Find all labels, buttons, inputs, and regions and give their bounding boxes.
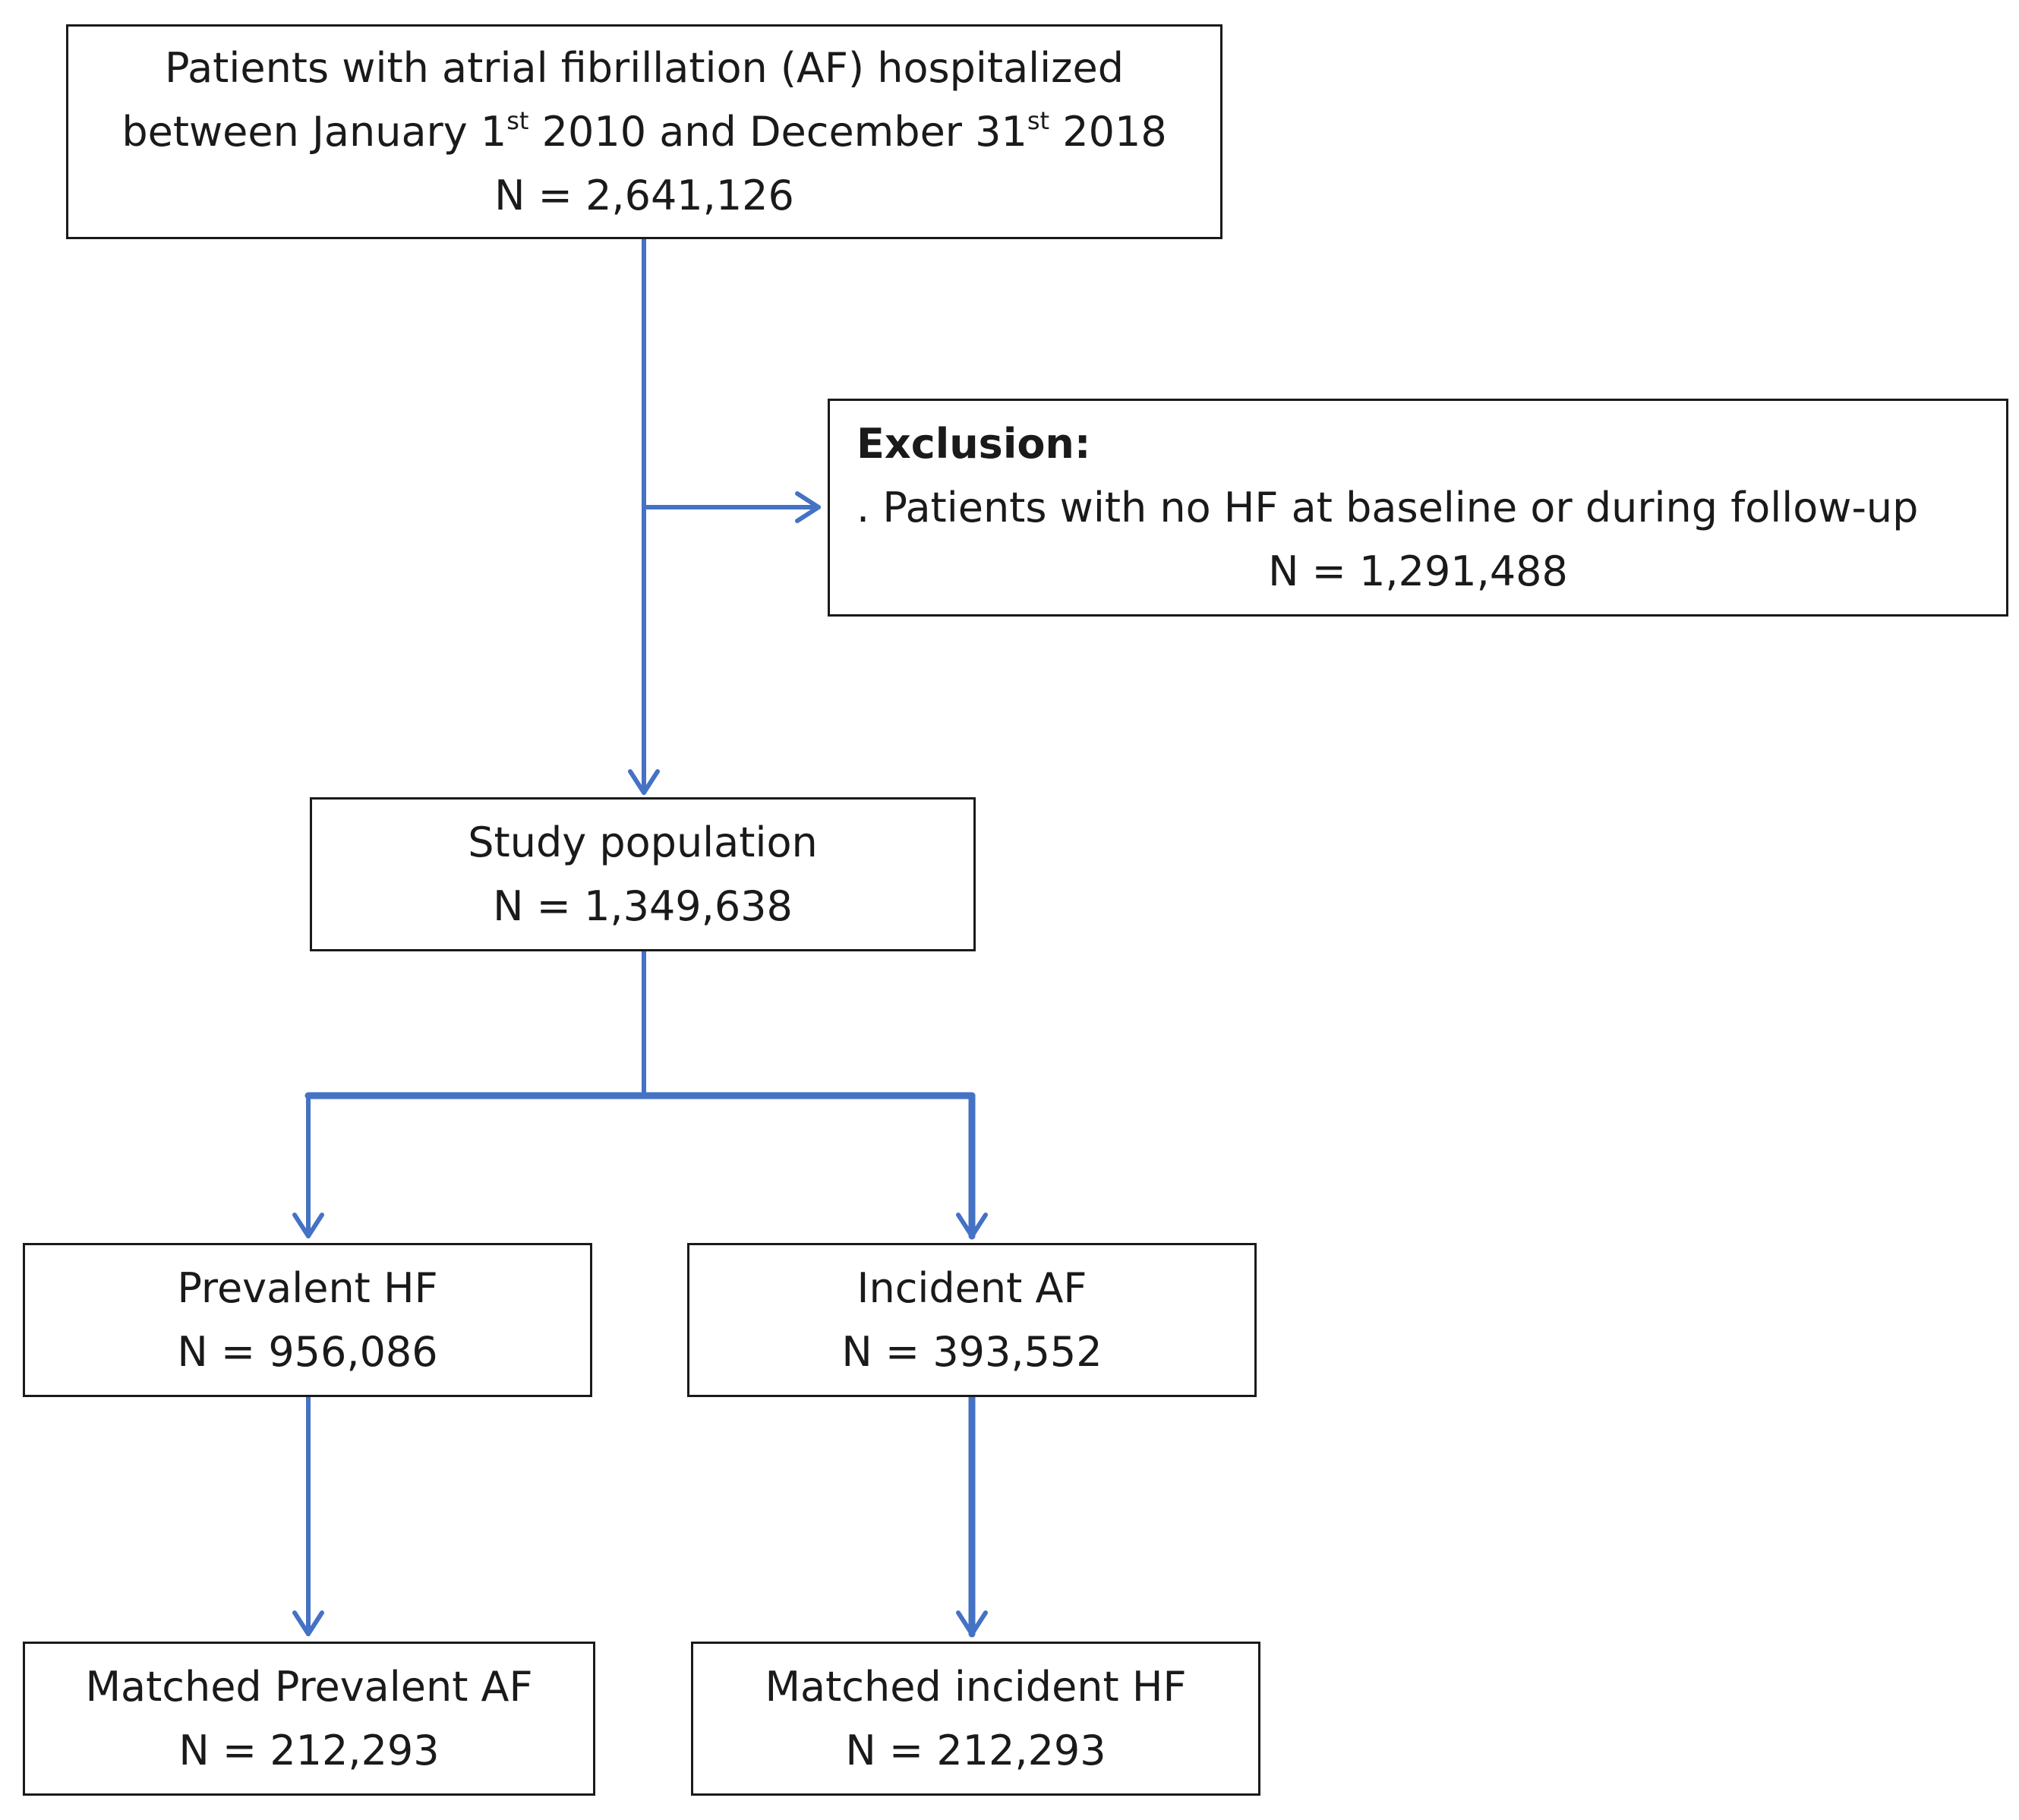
arrowhead-study <box>628 769 660 795</box>
prevalent-hf-label: Prevalent HF <box>177 1263 438 1312</box>
source-line2-sup2: st <box>1027 106 1050 135</box>
source-line2-b: 2010 and December 31 <box>528 107 1027 156</box>
study-count: N = 1,349,638 <box>493 882 793 930</box>
study-label: Study population <box>468 818 818 866</box>
matched-incident-hf-count: N = 212,293 <box>845 1726 1106 1774</box>
prevalent-hf-count: N = 956,086 <box>177 1327 438 1376</box>
incident-af-box: Incident AF N = 393,552 <box>687 1243 1257 1397</box>
arrowhead-incident-af <box>956 1213 988 1238</box>
source-line2-sup1: st <box>506 106 529 135</box>
exclusion-count: N = 1,291,488 <box>1268 547 1568 595</box>
arrowhead-matched-prev-af <box>292 1610 324 1636</box>
incident-af-count: N = 393,552 <box>841 1327 1103 1376</box>
exclusion-item: . Patients with no HF at baseline or dur… <box>856 483 1919 531</box>
source-line2-c: 2018 <box>1049 107 1167 156</box>
matched-prevalent-af-box: Matched Prevalent AF N = 212,293 <box>23 1642 595 1796</box>
matched-incident-hf-label: Matched incident HF <box>765 1662 1187 1711</box>
incident-af-label: Incident AF <box>856 1263 1087 1312</box>
exclusion-heading: Exclusion: <box>856 419 1091 468</box>
prevalent-hf-box: Prevalent HF N = 956,086 <box>23 1243 592 1397</box>
matched-prevalent-af-count: N = 212,293 <box>178 1726 440 1774</box>
matched-incident-hf-box: Matched incident HF N = 212,293 <box>691 1642 1260 1796</box>
source-line2-a: between January 1 <box>121 107 507 156</box>
source-line2: between January 1st 2010 and December 31… <box>121 100 1166 164</box>
exclusion-box: Exclusion: . Patients with no HF at base… <box>828 399 2008 617</box>
source-count: N = 2,641,126 <box>494 171 794 219</box>
arrowhead-matched-inc-hf <box>956 1610 988 1636</box>
source-line1: Patients with atrial fibrillation (AF) h… <box>164 43 1125 92</box>
matched-prevalent-af-label: Matched Prevalent AF <box>85 1662 533 1711</box>
source-population-box: Patients with atrial fibrillation (AF) h… <box>66 24 1222 239</box>
arrowhead-prevalent-hf <box>292 1213 324 1238</box>
study-population-box: Study population N = 1,349,638 <box>310 797 976 951</box>
arrowhead-exclusion <box>795 491 821 523</box>
